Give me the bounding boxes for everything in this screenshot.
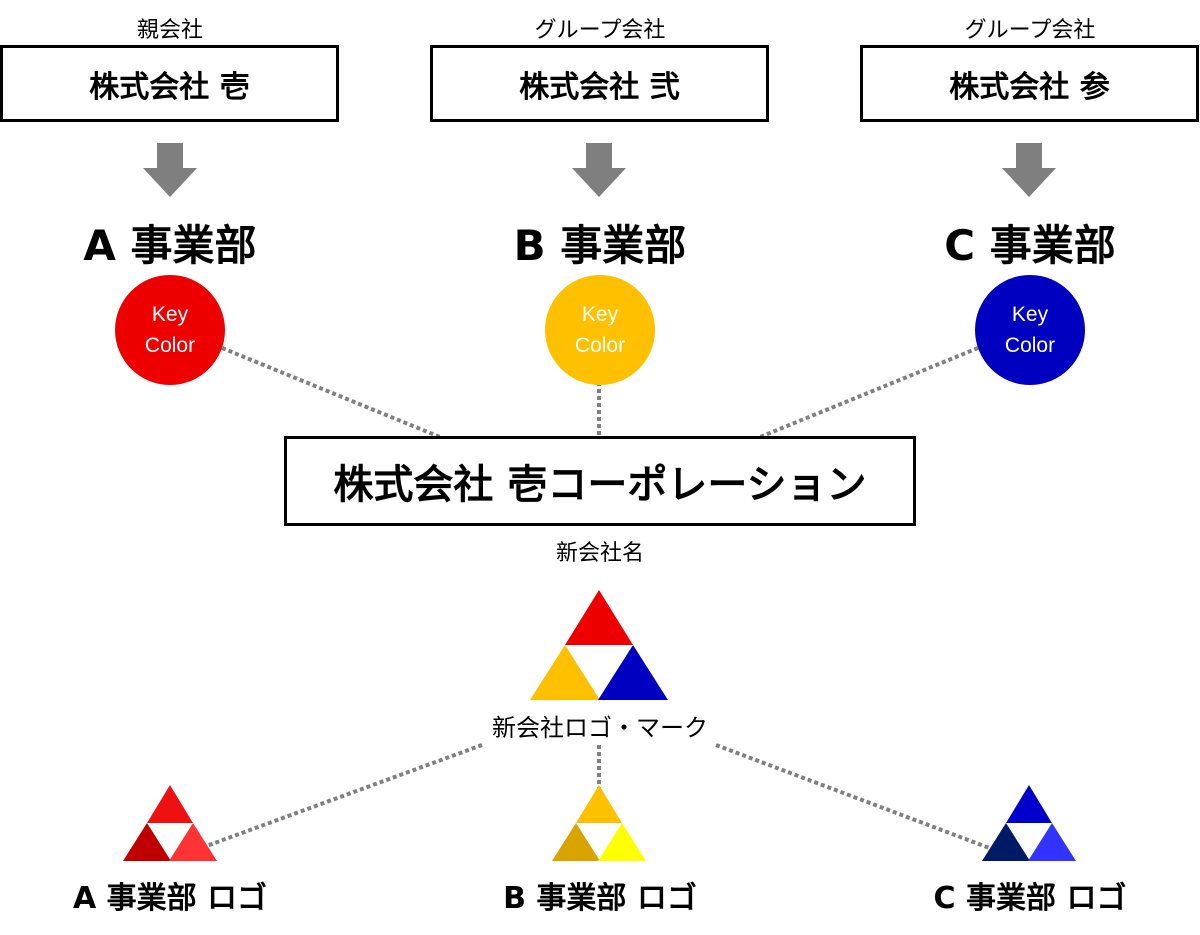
key-color-text-1: Key <box>151 303 189 326</box>
new-logo-caption: 新会社ロゴ・マーク <box>492 714 708 742</box>
down-arrow-c <box>1002 143 1056 197</box>
key-color-circle-a: Key Color <box>115 275 225 385</box>
role-label-c: グループ会社 <box>964 18 1096 43</box>
connector-c-to-new <box>759 346 979 439</box>
key-color-text-2: Color <box>1004 334 1056 357</box>
division-title-b: B 事業部 <box>513 221 687 270</box>
division-title-a: A 事業部 <box>83 221 257 270</box>
division-logo-label-b: B 事業部 ロゴ <box>503 881 697 916</box>
division-logo-label-a: A 事業部 ロゴ <box>72 881 268 916</box>
key-color-text-1: Key <box>1011 303 1049 326</box>
connector-logo-to-c <box>715 743 1001 854</box>
key-color-text-2: Color <box>144 334 196 357</box>
connector-logo-to-a <box>189 743 483 854</box>
division-title-c: C 事業部 <box>944 221 1116 270</box>
division-logo-label-c: C 事業部 ロゴ <box>933 881 1127 916</box>
key-color-circle-c: Key Color <box>975 275 1085 385</box>
company-box-b: 株式会社 弐 <box>430 45 769 122</box>
company-box-a: 株式会社 壱 <box>0 45 339 122</box>
role-label-b: グループ会社 <box>534 18 666 43</box>
key-color-text-2: Color <box>574 334 626 357</box>
new-company-box: 株式会社 壱コーポレーション <box>284 436 916 526</box>
down-arrow-a <box>143 143 197 197</box>
key-color-circle-b: Key Color <box>545 275 655 385</box>
key-color-text-1: Key <box>581 303 619 326</box>
new-company-caption: 新会社名 <box>555 541 644 566</box>
role-label-a: 親会社 <box>136 18 203 43</box>
company-box-c: 株式会社 参 <box>860 45 1199 122</box>
down-arrow-b <box>572 143 626 197</box>
connector-a-to-new <box>221 346 441 439</box>
